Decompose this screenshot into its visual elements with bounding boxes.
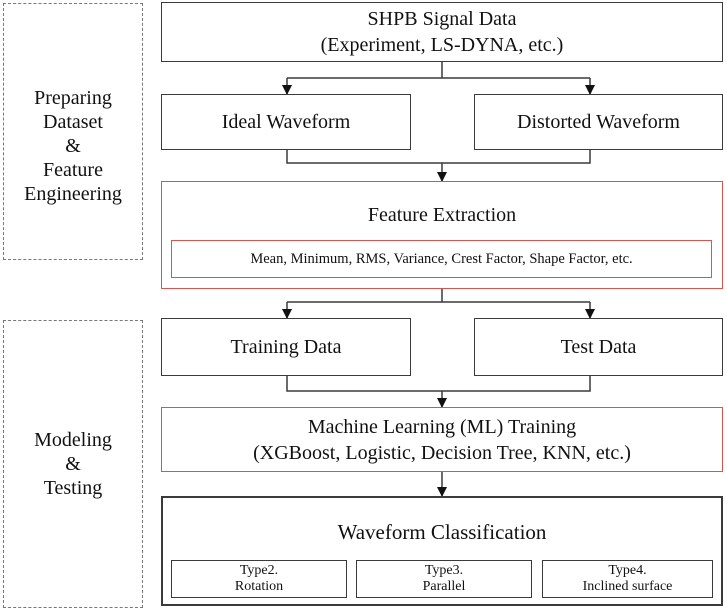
node-feature-extraction: Feature Extraction Mean, Minimum, RMS, V…: [161, 181, 723, 289]
section-frame-preparing: [3, 3, 143, 260]
node-signal-data: SHPB Signal Data (Experiment, LS-DYNA, e…: [161, 2, 723, 62]
section-label-modeling: Modeling & Testing: [34, 429, 112, 499]
node-ml-training: Machine Learning (ML) Training (XGBoost,…: [161, 407, 723, 472]
section-frame-modeling: [3, 320, 143, 608]
section-label-preparing: Preparing Dataset & Feature Engineering: [24, 87, 122, 205]
node-waveform-classification: Waveform Classification Type2. Rotation …: [161, 496, 723, 606]
type-box-parallel: Type3. Parallel: [356, 560, 532, 598]
connector-feature-split: [287, 289, 590, 303]
connector-merge-feature: [286, 150, 591, 164]
classification-title: Waveform Classification: [337, 520, 547, 544]
node-ideal-waveform: Ideal Waveform: [161, 94, 411, 150]
type-box-rotation: Type2. Rotation: [171, 560, 347, 598]
type-box-inclined-surface: Type4. Inclined surface: [542, 560, 713, 598]
feature-extraction-title: Feature Extraction: [367, 204, 517, 226]
node-distorted-waveform: Distorted Waveform: [474, 94, 723, 150]
feature-list-box: Mean, Minimum, RMS, Variance, Crest Fact…: [171, 240, 712, 278]
connector-signal-split: [287, 62, 590, 79]
connector-merge-ml: [286, 376, 591, 392]
node-test-data: Test Data: [474, 318, 723, 376]
node-training-data: Training Data: [161, 318, 411, 376]
